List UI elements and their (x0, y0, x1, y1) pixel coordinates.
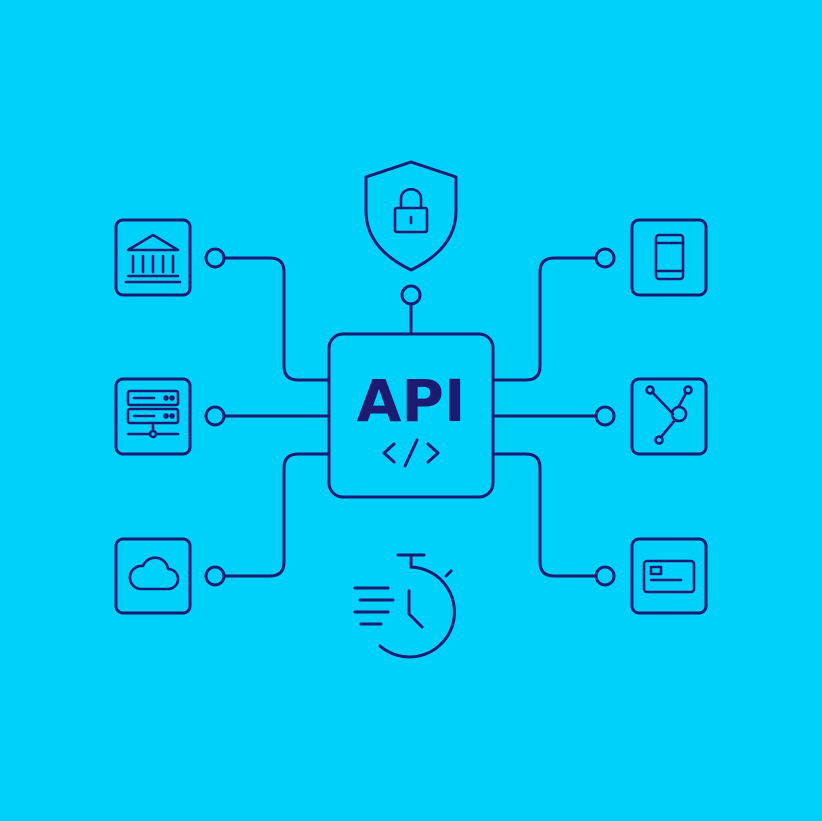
endpoint-security (400, 284, 422, 306)
shield-lock-icon (364, 160, 458, 272)
api-hub: API (327, 332, 495, 499)
fast-stopwatch-icon (353, 553, 456, 659)
api-hub-label: API (357, 367, 466, 435)
connector-cloud (222, 452, 331, 578)
mobile-node (630, 218, 708, 297)
cloud-node-frame (114, 537, 192, 615)
smartphone-icon (654, 233, 685, 281)
endpoint-mobile (594, 247, 616, 269)
bank-node (114, 218, 192, 297)
credit-card-icon (642, 559, 696, 594)
server-icon (126, 389, 180, 439)
card-node (630, 537, 708, 615)
connector-card (491, 452, 598, 578)
endpoint-server (204, 405, 226, 427)
network-node (630, 377, 708, 456)
bank-icon (124, 233, 182, 284)
network-nodes-icon (645, 385, 693, 445)
connector-mobile (491, 256, 598, 382)
connector-lines (222, 256, 598, 578)
api-hub-box (327, 332, 495, 499)
mobile-node-frame (630, 218, 708, 297)
cloud-icon (128, 556, 180, 591)
server-node (114, 377, 192, 456)
connector-endpoints (204, 247, 616, 587)
network-node-frame (630, 377, 708, 456)
card-node-frame (630, 537, 708, 615)
cloud-node (114, 537, 192, 615)
endpoint-bank (204, 247, 226, 269)
bank-node-frame (114, 218, 192, 297)
endpoint-card (594, 565, 616, 587)
code-brackets-icon (382, 438, 440, 468)
endpoint-cloud (204, 565, 226, 587)
connector-bank (222, 256, 331, 382)
server-node-frame (114, 377, 192, 456)
endpoint-network (594, 405, 616, 427)
